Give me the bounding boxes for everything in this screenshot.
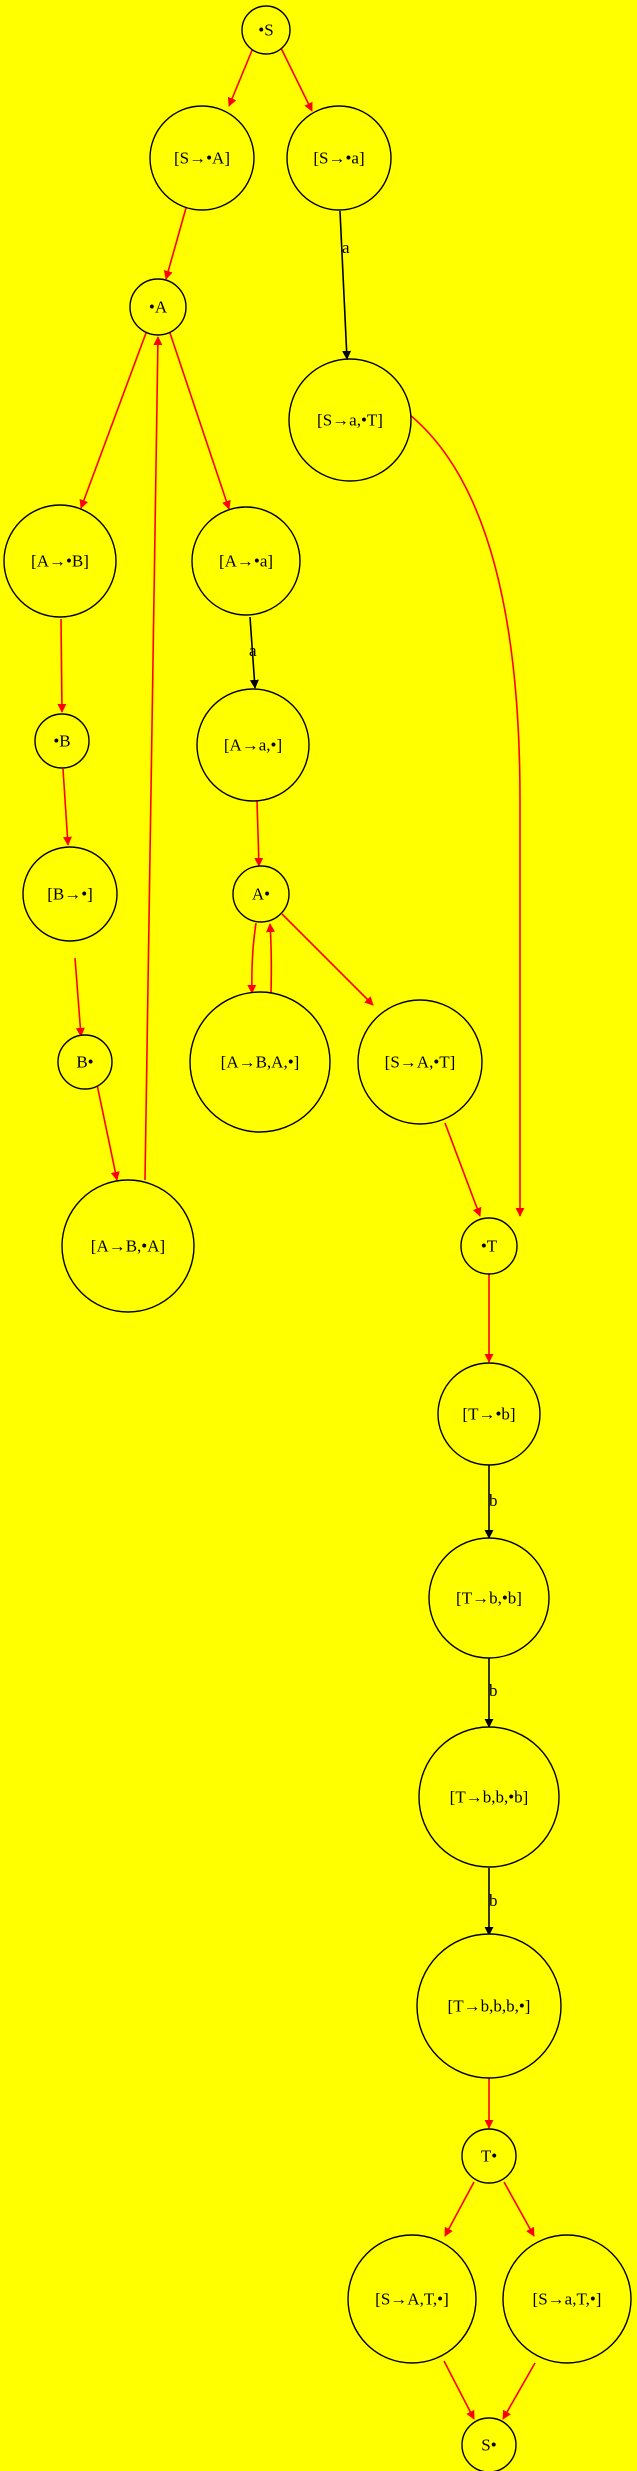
node-label: •B (53, 732, 70, 751)
node-label: •T (481, 1237, 498, 1256)
node-s-to-A-T-dot: [S→A,T,•] (347, 2234, 477, 2364)
edge-dotA-to-Adota (169, 332, 231, 510)
node-t-to-b-dot-b: [T→b,•b] (428, 1537, 550, 1659)
edge-ABAdot-to-Aend (266, 923, 276, 994)
node-s-to-a-T-dot: [S→a,T,•] (502, 2234, 632, 2364)
edge-Aend-to-SAdotT (281, 913, 374, 1006)
edge-Aend-to-ABAdot (247, 922, 257, 994)
node-label: [S→a,T,•] (533, 2290, 602, 2309)
edge-ABdotA-to-dotA (144, 336, 163, 1181)
edge-SadotT-to-dotT (404, 410, 525, 1217)
node-b-start: •B (34, 713, 90, 769)
node-a-to-B-A-dot: [A→B,A,•] (189, 991, 331, 1133)
node-label: [A→•a] (219, 552, 273, 571)
node-label: B• (76, 1053, 93, 1072)
node-label: •A (149, 298, 168, 317)
node-a-to-dot-a: [A→•a] (191, 506, 301, 616)
node-label: [S→•A] (174, 149, 230, 168)
node-s-to-a-dot-T: [S→a,•T] (288, 358, 412, 482)
node-label: [A→B,•A] (91, 1237, 165, 1256)
edge-label-b3: b (489, 1891, 498, 1910)
edge-S-to-Sdota (280, 47, 313, 112)
node-label: [S→A,•T] (385, 1053, 456, 1072)
node-label: T• (481, 2147, 497, 2166)
edge-labels: a a b b b (249, 238, 498, 1910)
edge-label-a1: a (342, 238, 350, 257)
edge-Tend-to-SATdot (444, 2181, 475, 2237)
node-label: [B→•] (47, 885, 93, 904)
node-label: [S→A,T,•] (375, 2290, 449, 2309)
edge-S-to-SdotA (227, 47, 254, 107)
node-label: A• (252, 885, 270, 904)
node-label: [A→a,•] (224, 736, 282, 755)
node-a-to-B-dot-A: [A→B,•A] (61, 1179, 195, 1313)
edge-SATdot-to-Send (443, 2360, 475, 2420)
edge-Aadot-to-Aend (254, 800, 264, 867)
edge-Sdota-to-Sadot (339, 210, 352, 360)
edge-SdotA-to-dotA (163, 207, 187, 280)
edge-AdotB-to-dotB (57, 618, 67, 713)
node-label: •S (258, 21, 273, 40)
node-label: [T→b,•b] (456, 1589, 522, 1608)
node-label: [T→b,b,•b] (450, 1788, 529, 1807)
node-label: [S→a,•T] (317, 411, 383, 430)
node-s-to-A-dot-T: [S→A,•T] (357, 999, 483, 1125)
edge-Bdot-to-Bend (74, 957, 85, 1037)
node-s-end: S• (461, 2417, 517, 2471)
edges (57, 47, 536, 2420)
edge-Adota-to-Aadot (249, 616, 259, 689)
edge-dotA-to-AdotB (79, 332, 147, 509)
nodes: •S [S→•A] [S→•a] •A [S→a,•T] [A→•B] [A→•… (3, 5, 632, 2471)
edge-dotB-to-Bdot (62, 768, 72, 846)
edge-SAdotT-to-dotT (444, 1122, 482, 1217)
node-label: [A→B,A,•] (221, 1053, 300, 1072)
node-label: S• (481, 2436, 496, 2455)
node-s-start: •S (241, 5, 291, 55)
node-t-end: T• (461, 2128, 517, 2184)
node-t-to-b-b-dot-b: [T→b,b,•b] (418, 1726, 560, 1868)
node-a-end: A• (232, 865, 290, 923)
node-label: [A→•B] (31, 552, 89, 571)
edge-label-a2: a (249, 641, 257, 660)
edge-Bend-to-ABdotA (93, 1069, 120, 1181)
node-a-start: •A (129, 278, 187, 336)
node-t-start: •T (460, 1217, 518, 1275)
node-label: [S→•a] (313, 149, 364, 168)
edge-SaTdot-to-Send (502, 2362, 536, 2420)
node-t-to-b-b-b-dot: [T→b,b,b,•] (416, 1933, 562, 2079)
node-s-to-dot-A: [S→•A] (149, 105, 255, 211)
node-b-end: B• (57, 1034, 113, 1090)
edge-Tend-to-SaTdot (503, 2181, 535, 2237)
node-label: [T→•b] (462, 1405, 515, 1424)
node-t-to-dot-b: [T→•b] (437, 1362, 541, 1466)
edge-label-b1: b (489, 1491, 498, 1510)
node-s-to-dot-a: [S→•a] (286, 105, 392, 211)
node-a-to-dot-B: [A→•B] (3, 504, 117, 618)
edge-label-b2: b (489, 1681, 498, 1700)
node-b-to-dot: [B→•] (22, 846, 118, 942)
node-label: [T→b,b,b,•] (448, 1997, 531, 2016)
node-a-to-a-dot: [A→a,•] (196, 688, 310, 802)
